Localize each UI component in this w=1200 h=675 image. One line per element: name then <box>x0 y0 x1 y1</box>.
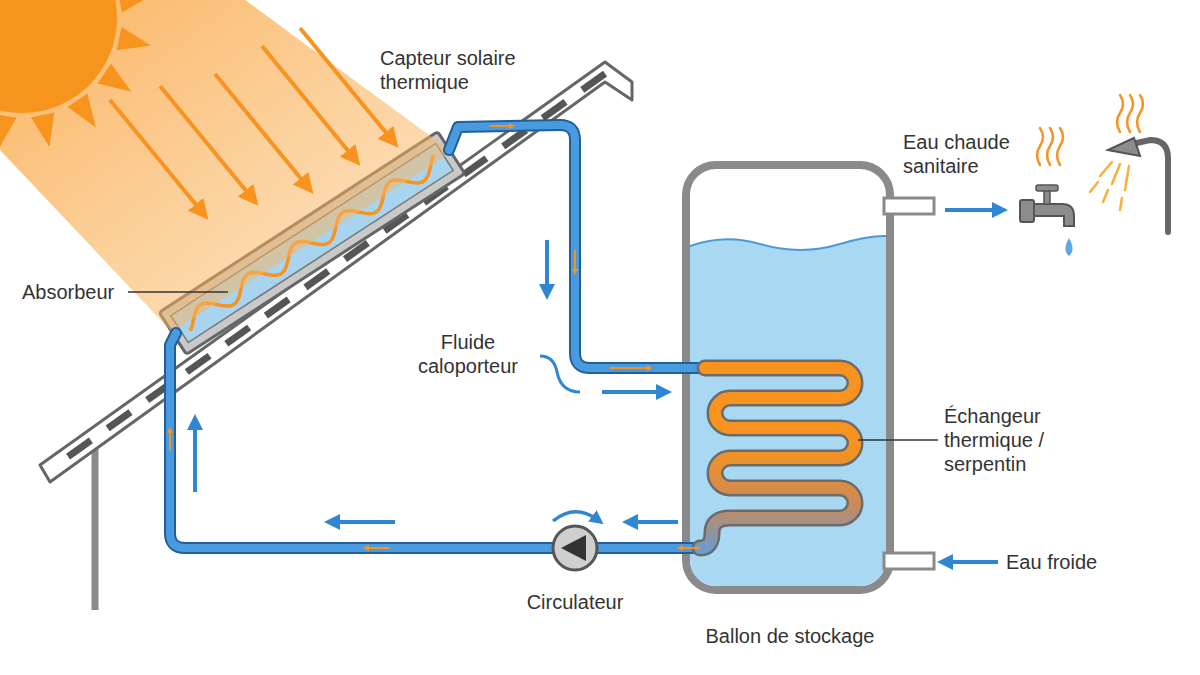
steam-line <box>1047 128 1053 165</box>
flow-arrow <box>630 520 678 524</box>
fluid-flow-marks <box>170 126 700 548</box>
roof-tile <box>580 71 607 93</box>
shower <box>1090 138 1168 232</box>
exchanger-label: Échangeur thermique / serpentin <box>944 404 1084 476</box>
sun-ray <box>117 27 151 50</box>
sun-ray <box>118 0 152 13</box>
cold-water-label: Eau froide <box>1006 550 1146 574</box>
spray <box>1125 166 1129 190</box>
hot-outlet <box>884 198 934 214</box>
pipes <box>170 125 705 548</box>
direction-arrows <box>195 240 678 522</box>
coil-outline <box>700 368 855 548</box>
roof-tile <box>185 353 212 375</box>
flow-mark <box>169 430 171 450</box>
roof-tile <box>66 438 93 460</box>
water-drop <box>1066 238 1073 256</box>
radiation-arrow <box>215 74 307 186</box>
steam-line <box>1117 95 1123 132</box>
flow-arrow <box>332 520 395 524</box>
shower-head <box>1108 138 1140 156</box>
faucet <box>1020 185 1074 256</box>
radiation-arrow <box>300 28 392 140</box>
flow-arrow <box>945 560 998 564</box>
flow-mark <box>680 547 700 549</box>
shower-spray <box>1090 162 1129 210</box>
spray <box>1103 190 1108 202</box>
rotation-arrow <box>553 512 598 521</box>
sun-ray <box>31 113 54 147</box>
flow-arrow <box>945 208 1000 212</box>
roof-tile <box>541 99 568 121</box>
flow-mark <box>610 367 650 369</box>
leader-line <box>858 439 938 441</box>
spray <box>1090 182 1098 192</box>
water-surface <box>690 236 886 250</box>
steam <box>1037 95 1143 165</box>
hot-water-label: Eau chaude sanitaire <box>903 130 1053 178</box>
leader-line <box>540 356 580 392</box>
flow-mark <box>574 250 576 272</box>
faucet-handle <box>1036 185 1058 191</box>
fluid-label: Fluide caloporteur <box>398 330 538 378</box>
coil <box>700 368 855 548</box>
heat-exchanger-coil <box>700 368 855 548</box>
flow-arrow <box>193 422 197 492</box>
steam-line <box>1057 128 1063 165</box>
steam-line <box>1137 95 1143 132</box>
circulator-pump <box>553 526 597 570</box>
radiation-arrow <box>110 100 202 212</box>
collector-label: Capteur solaire thermique <box>380 46 565 94</box>
steam-line <box>1037 128 1043 165</box>
sun-ray <box>0 114 17 148</box>
radiation-arrow <box>262 46 354 158</box>
flow-mark <box>490 125 512 127</box>
spray <box>1100 162 1112 176</box>
sun <box>0 0 117 113</box>
roof-tile <box>462 155 489 177</box>
spray <box>1120 198 1122 210</box>
house-wall <box>92 445 99 610</box>
spray <box>1112 164 1120 184</box>
steam-line <box>1127 95 1133 132</box>
roof-tile <box>106 409 133 431</box>
faucet-body <box>1020 200 1034 222</box>
water <box>690 236 886 586</box>
radiation-arrows <box>110 28 392 212</box>
tank-water <box>690 236 886 586</box>
faucet-stem <box>1044 190 1050 204</box>
flow-arrow <box>545 240 549 292</box>
faucet-spout <box>1034 204 1074 226</box>
pump-label: Circulateur <box>510 590 640 614</box>
cold-inlet <box>884 553 934 569</box>
absorber-label: Absorbeur <box>22 280 126 304</box>
leader-line <box>128 291 228 293</box>
tank-label: Ballon de stockage <box>660 624 920 648</box>
pump-symbol <box>561 535 586 561</box>
flow-arrow <box>602 390 664 394</box>
flow-mark <box>366 547 390 549</box>
